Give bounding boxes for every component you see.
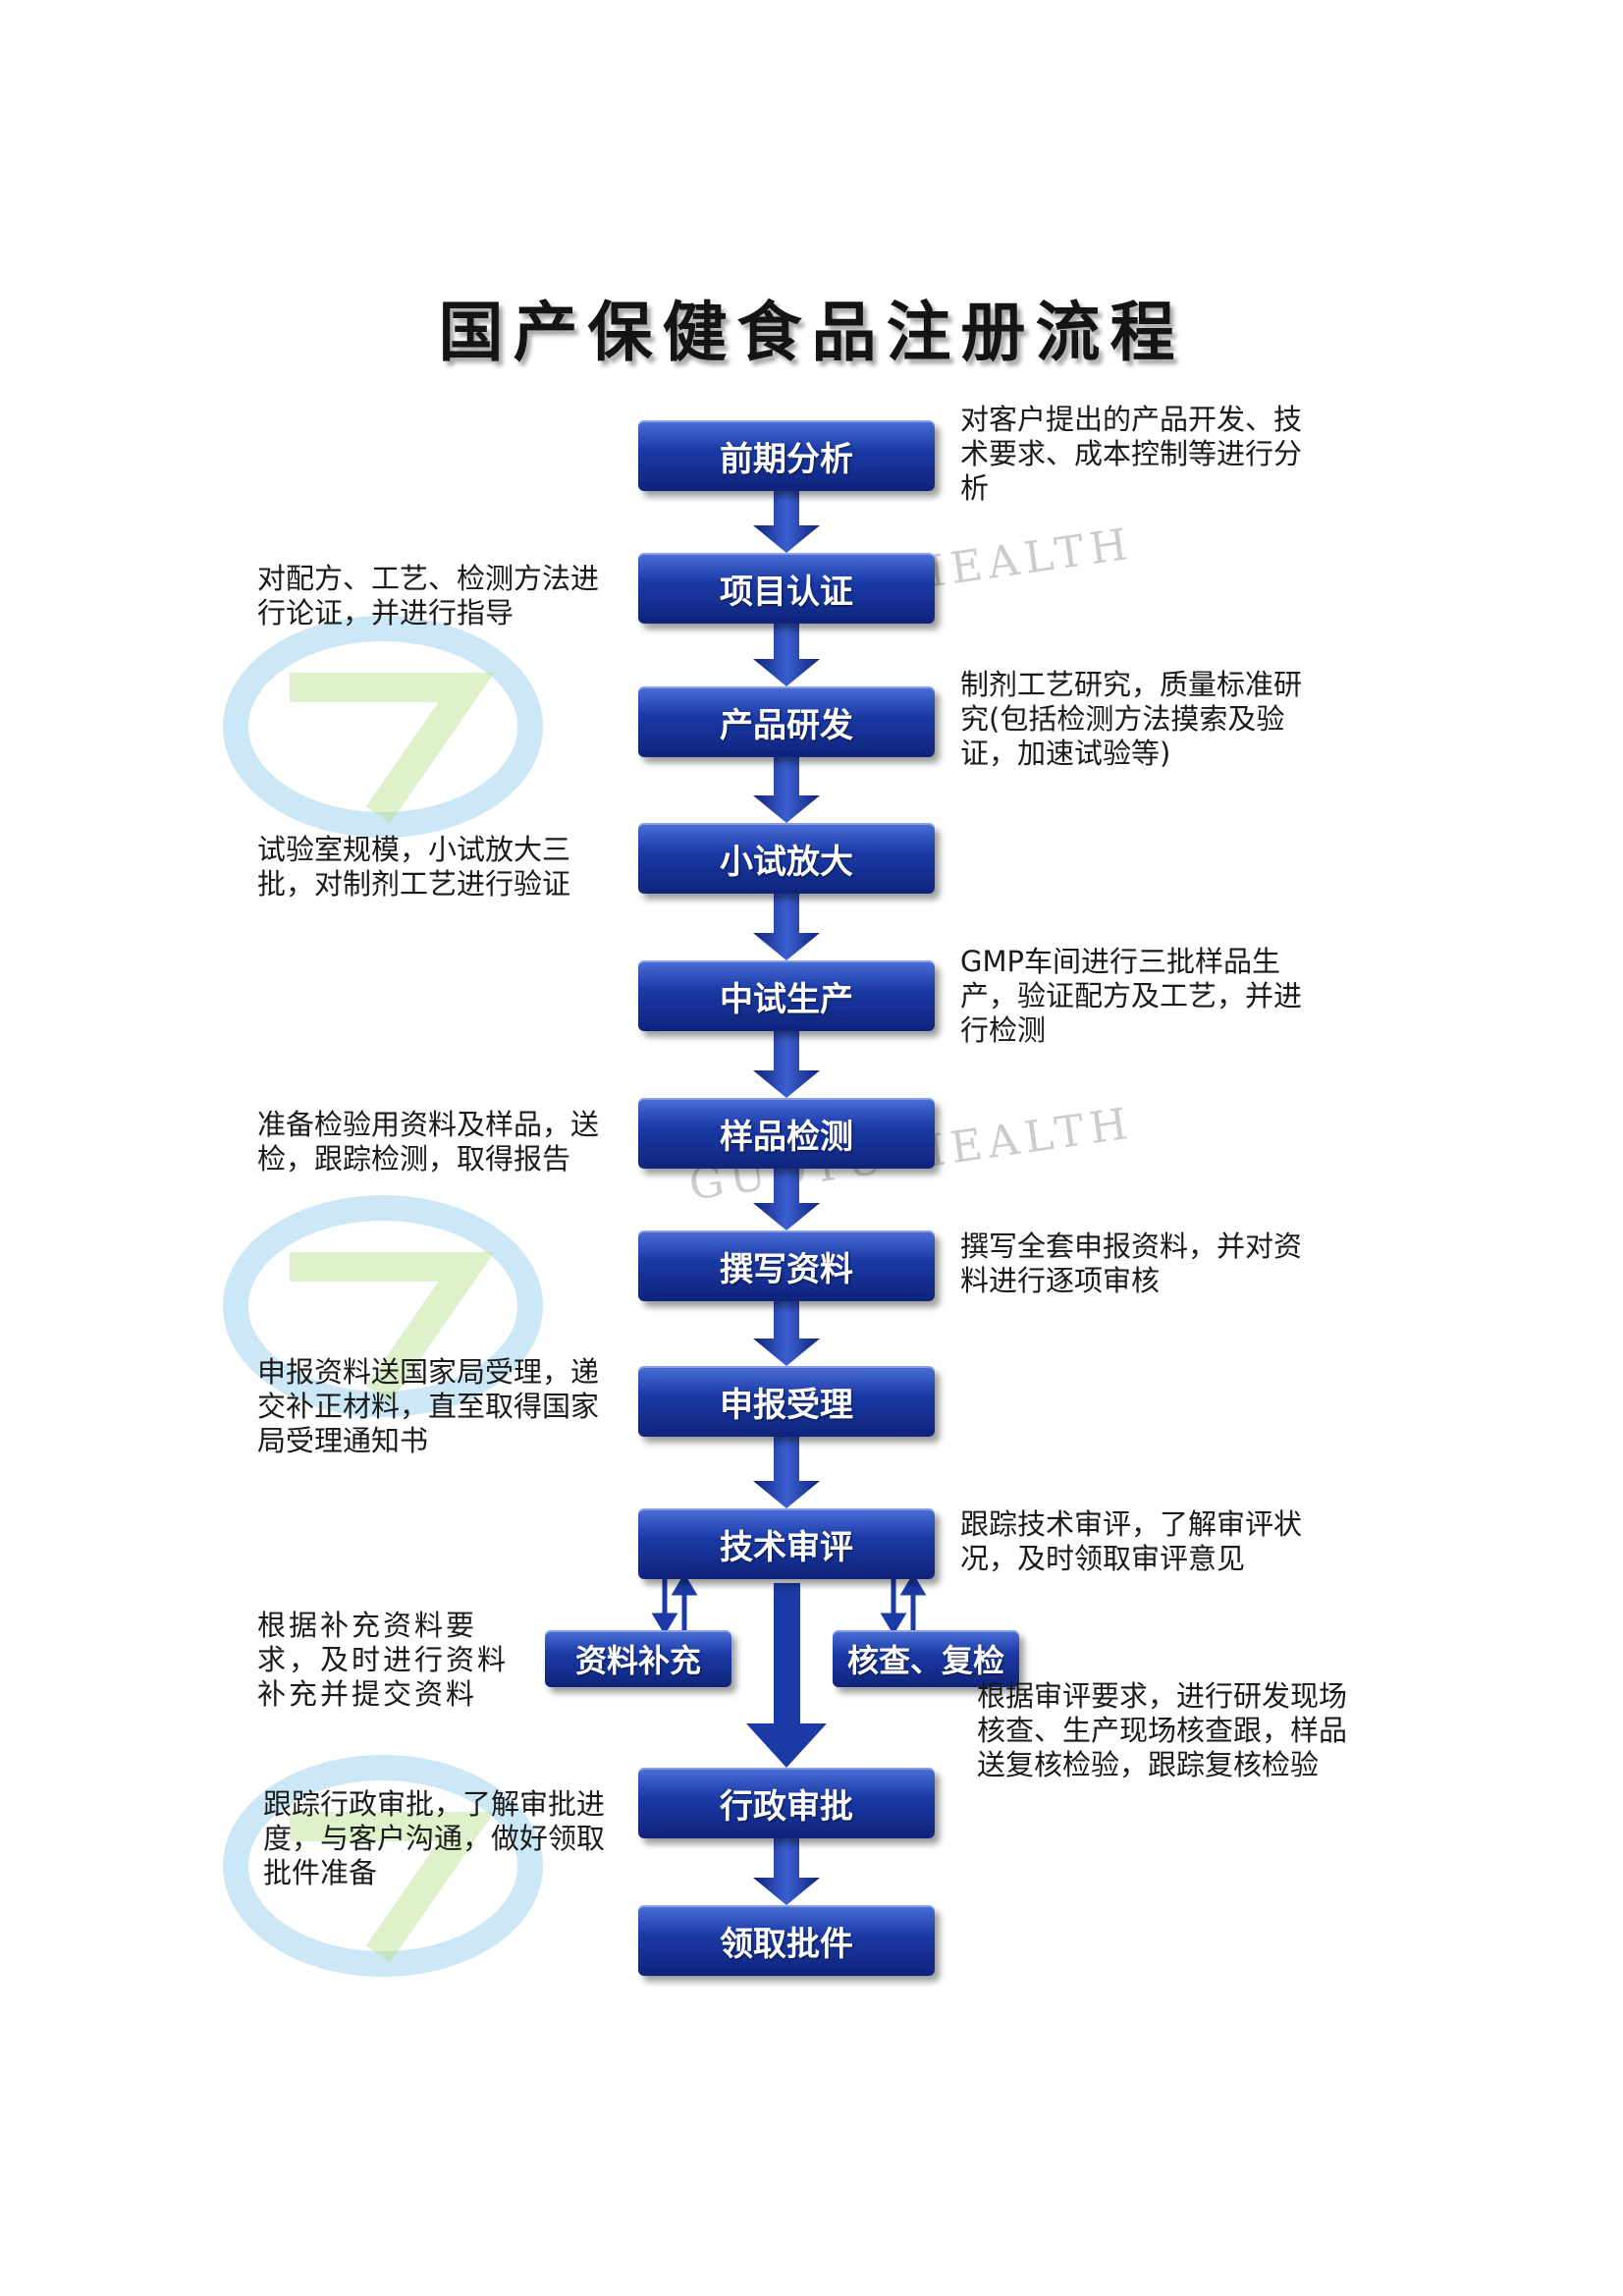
note-line: 产，验证配方及工艺，并进 — [960, 979, 1303, 1012]
note-line: 根据审评要求，进行研发现场 — [977, 1679, 1348, 1713]
note-line: 补充并提交资料 — [257, 1677, 478, 1711]
step-administrative-approval: 行政审批 — [638, 1768, 935, 1838]
step-small-scale-trial: 小试放大 — [638, 823, 935, 894]
note-line: 核查、生产现场核查跟，样品 — [977, 1714, 1348, 1747]
note-line: 究(包括检测方法摸索及验 — [960, 702, 1285, 736]
arrow-s7-to-s8 — [753, 1301, 820, 1366]
note-line: GMP车间进行三批样品生 — [960, 945, 1280, 978]
note-pilot-production: GMP车间进行三批样品生 产，验证配方及工艺，并进 行检测 — [960, 945, 1353, 1048]
note-administrative-approval: 跟踪行政审批，了解审批进 度，与客户沟通，做好领取 批件准备 — [263, 1787, 636, 1890]
step-technical-review: 技术审评 — [638, 1508, 935, 1579]
note-inspection-retest: 根据审评要求，进行研发现场 核查、生产现场核查跟，样品 送复核检验，跟踪复核检验 — [977, 1679, 1399, 1782]
page-title: 国产保健食品注册流程 — [438, 294, 1185, 370]
arrow-s1-to-s2 — [753, 491, 820, 553]
note-line: 行论证，并进行指导 — [257, 596, 514, 629]
note-line: 求，及时进行资料 — [257, 1643, 510, 1676]
note-project-certification: 对配方、工艺、检测方法进 行论证，并进行指导 — [257, 562, 630, 630]
note-sample-testing: 准备检验用资料及样品，送 检，跟踪检测，取得报告 — [257, 1108, 630, 1176]
note-technical-review: 跟踪技术审评，了解审评状 况，及时领取审评意见 — [960, 1507, 1382, 1576]
step-receive-approval: 领取批件 — [638, 1905, 935, 1976]
step-inspection-retest: 核查、复检 — [833, 1630, 1019, 1687]
note-supplement-documents: 根据补充资料要 求，及时进行资料 补充并提交资料 — [257, 1609, 532, 1712]
note-line: 申报资料送国家局受理，递 — [257, 1355, 600, 1389]
arrow-s6-to-s7 — [753, 1169, 820, 1230]
note-line: 交补正材料，直至取得国家 — [257, 1390, 600, 1423]
arrow-s2-to-s3 — [753, 624, 820, 686]
note-line: 行检测 — [960, 1013, 1047, 1047]
step-write-documents: 撰写资料 — [638, 1230, 935, 1301]
note-line: 证，加速试验等) — [960, 737, 1171, 770]
arrow-s10-to-s11 — [753, 1838, 820, 1905]
note-write-documents: 撰写全套申报资料，并对资 料进行逐项审核 — [960, 1230, 1353, 1298]
note-line: 对客户提出的产品开发、技 — [960, 403, 1303, 436]
step-product-development: 产品研发 — [638, 686, 935, 757]
note-line: 术要求、成本控制等进行分 — [960, 437, 1303, 470]
arrow-review-to-approval — [746, 1583, 827, 1768]
note-line: 准备检验用资料及样品，送 — [257, 1108, 600, 1141]
step-supplement-documents: 资料补充 — [545, 1630, 731, 1687]
note-line: 料进行逐项审核 — [960, 1264, 1161, 1297]
note-line: 析 — [960, 471, 990, 505]
note-line: 局受理通知书 — [257, 1424, 429, 1457]
arrow-s4-to-s5 — [753, 894, 820, 960]
step-sample-testing: 样品检测 — [638, 1098, 935, 1169]
note-preliminary-analysis: 对客户提出的产品开发、技 术要求、成本控制等进行分 析 — [960, 403, 1353, 506]
step-application-acceptance: 申报受理 — [638, 1366, 935, 1437]
note-line: 制剂工艺研究，质量标准研 — [960, 668, 1303, 701]
note-line: 送复核检验，跟踪复核检验 — [977, 1748, 1320, 1781]
arrow-s5-to-s6 — [753, 1031, 820, 1098]
note-line: 批，对制剂工艺进行验证 — [257, 867, 571, 901]
note-line: 试验室规模，小试放大三 — [257, 833, 571, 866]
note-line: 检，跟踪检测，取得报告 — [257, 1142, 571, 1175]
note-line: 撰写全套申报资料，并对资 — [960, 1230, 1303, 1263]
note-line: 对配方、工艺、检测方法进 — [257, 562, 600, 595]
arrow-s8-to-s9 — [753, 1437, 820, 1508]
note-line: 况，及时领取审评意见 — [960, 1542, 1246, 1575]
arrow-s3-to-s4 — [753, 757, 820, 823]
step-project-certification: 项目认证 — [638, 553, 935, 624]
note-line: 批件准备 — [263, 1856, 378, 1889]
note-line: 跟踪行政审批，了解审批进 — [263, 1787, 606, 1821]
note-line: 度，与客户沟通，做好领取 — [263, 1822, 606, 1855]
note-line: 根据补充资料要 — [257, 1609, 478, 1642]
note-product-development: 制剂工艺研究，质量标准研 究(包括检测方法摸索及验 证，加速试验等) — [960, 668, 1353, 771]
note-small-scale-trial: 试验室规模，小试放大三 批，对制剂工艺进行验证 — [257, 833, 630, 902]
note-line: 跟踪技术审评，了解审评状 — [960, 1507, 1303, 1541]
step-pilot-production: 中试生产 — [638, 960, 935, 1031]
note-application-acceptance: 申报资料送国家局受理，递 交补正材料，直至取得国家 局受理通知书 — [257, 1355, 630, 1458]
step-preliminary-analysis: 前期分析 — [638, 420, 935, 491]
